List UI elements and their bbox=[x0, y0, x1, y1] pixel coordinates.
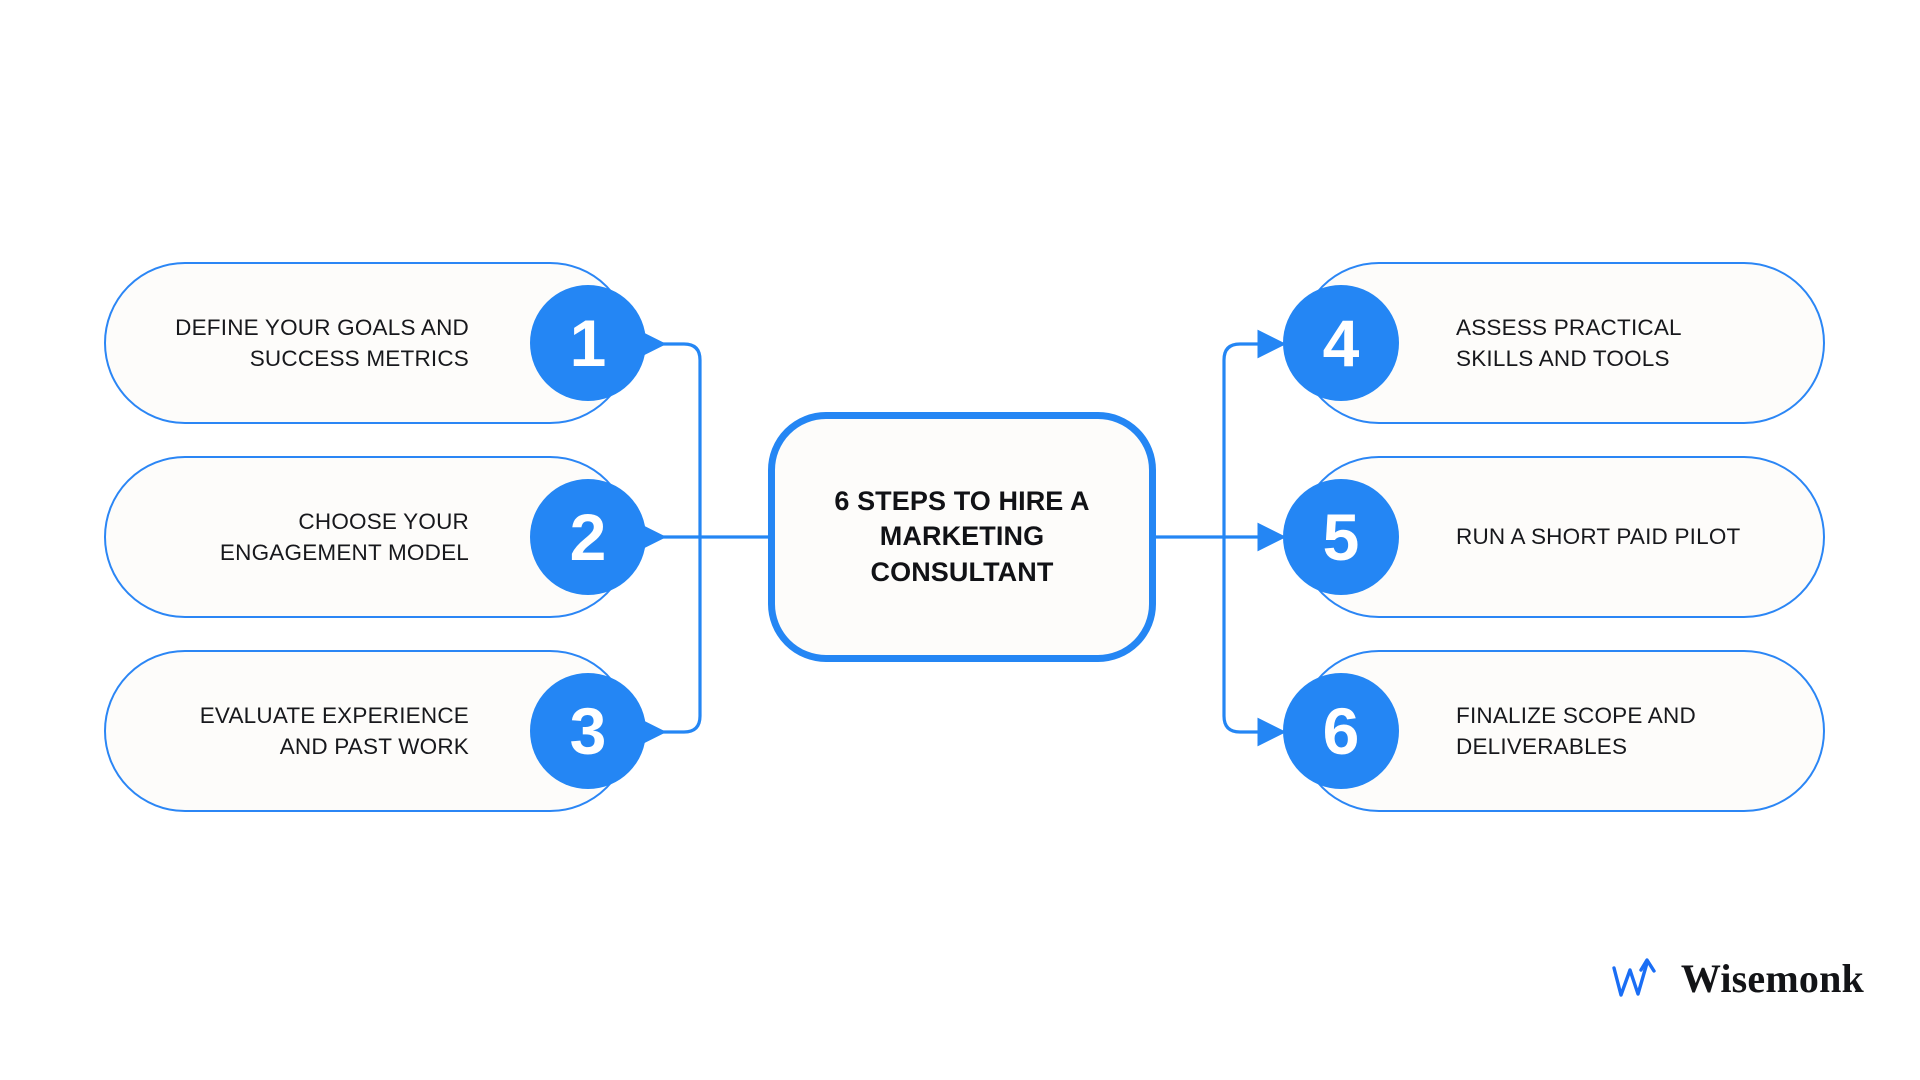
step-card-3[interactable]: EVALUATE EXPERIENCE AND PAST WORK 3 bbox=[104, 650, 646, 812]
step-card-2[interactable]: CHOOSE YOUR ENGAGEMENT MODEL 2 bbox=[104, 456, 646, 618]
step-card-1-badge-slot: 1 bbox=[489, 264, 646, 422]
step-card-5[interactable]: 5 RUN A SHORT PAID PILOT bbox=[1283, 456, 1825, 618]
center-hub[interactable]: 6 STEPS TO HIRE A MARKETING CONSULTANT bbox=[768, 412, 1156, 662]
step-card-6-badge-slot: 6 bbox=[1283, 652, 1440, 810]
step-card-4-badge-slot: 4 bbox=[1283, 264, 1440, 422]
brand-logo: Wisemonk bbox=[1611, 954, 1864, 1002]
step-card-4-label: ASSESS PRACTICAL SKILLS AND TOOLS bbox=[1456, 314, 1682, 371]
step-card-5-badge-slot: 5 bbox=[1283, 458, 1440, 616]
step-card-6[interactable]: 6 FINALIZE SCOPE AND DELIVERABLES bbox=[1283, 650, 1825, 812]
brand-name: Wisemonk bbox=[1680, 955, 1864, 1001]
connector-right-rail-to-step-4 bbox=[1222, 329, 1287, 537]
connector-left-rail-to-step-3 bbox=[637, 537, 702, 747]
step-number-badge-6: 6 bbox=[1283, 673, 1399, 789]
step-number-badge-5: 5 bbox=[1283, 479, 1399, 595]
center-hub-title: 6 STEPS TO HIRE A MARKETING CONSULTANT bbox=[834, 486, 1090, 587]
step-card-2-label: CHOOSE YOUR ENGAGEMENT MODEL bbox=[219, 508, 469, 565]
step-number-badge-1: 1 bbox=[530, 285, 646, 401]
step-card-3-badge-slot: 3 bbox=[489, 652, 646, 810]
connector-right-rail-to-step-6 bbox=[1222, 537, 1287, 747]
step-card-1[interactable]: DEFINE YOUR GOALS AND SUCCESS METRICS 1 bbox=[104, 262, 646, 424]
step-number-badge-2: 2 bbox=[530, 479, 646, 595]
wisemonk-w-arrow-icon bbox=[1612, 958, 1656, 997]
step-card-5-label: RUN A SHORT PAID PILOT bbox=[1456, 524, 1741, 550]
connector-left-rail-to-step-1 bbox=[637, 329, 702, 537]
step-number-badge-3: 3 bbox=[530, 673, 646, 789]
step-card-1-label: DEFINE YOUR GOALS AND SUCCESS METRICS bbox=[175, 314, 469, 371]
step-card-4[interactable]: 4 ASSESS PRACTICAL SKILLS AND TOOLS bbox=[1283, 262, 1825, 424]
step-card-6-label: FINALIZE SCOPE AND DELIVERABLES bbox=[1456, 702, 1696, 759]
step-number-badge-4: 4 bbox=[1283, 285, 1399, 401]
step-card-2-badge-slot: 2 bbox=[489, 458, 646, 616]
step-card-3-label: EVALUATE EXPERIENCE AND PAST WORK bbox=[199, 702, 469, 759]
